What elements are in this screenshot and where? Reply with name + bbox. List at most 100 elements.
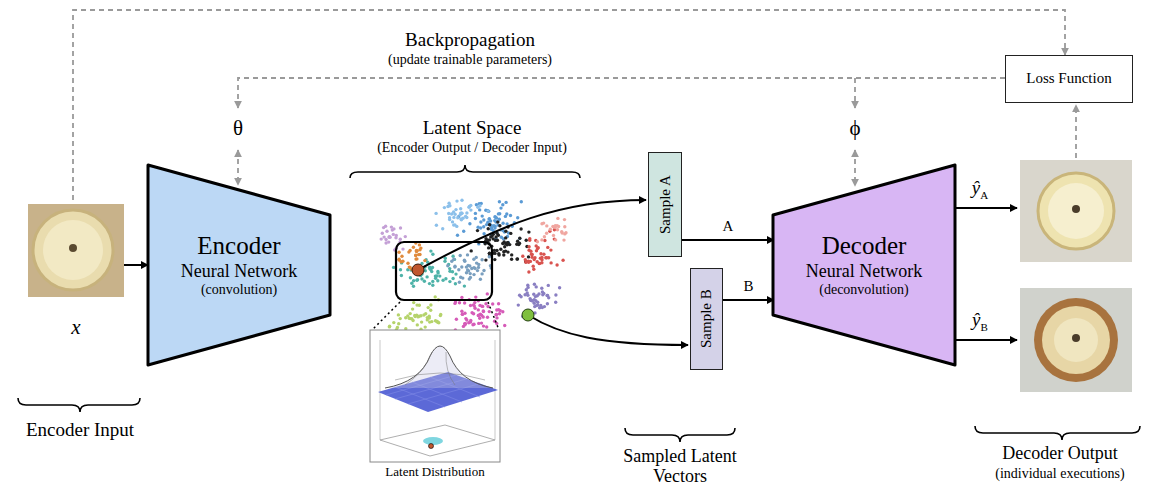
latent-point: [429, 249, 432, 252]
latent-point: [443, 206, 446, 209]
latent-point: [482, 324, 485, 327]
latent-point: [496, 220, 499, 223]
latent-point: [463, 284, 466, 287]
latent-point: [525, 288, 528, 291]
annotation-label: (update trainable parameters): [388, 52, 552, 68]
latent-point: [541, 306, 544, 309]
latent-point: [482, 232, 485, 235]
latent-point: [545, 294, 548, 297]
latent-point: [425, 275, 428, 278]
latent-point: [488, 252, 491, 255]
node-shape: [773, 165, 955, 365]
latent-point: [487, 246, 490, 249]
latent-point: [482, 225, 485, 228]
latent-point: [493, 215, 496, 218]
latent-point: [494, 239, 497, 242]
latent-point: [501, 222, 504, 225]
latent-point: [501, 242, 504, 245]
latent-distribution-plot: [370, 330, 500, 462]
latent-point: [532, 265, 535, 268]
latent-point: [404, 235, 407, 238]
latent-point: [496, 220, 499, 223]
latent-point: [380, 237, 383, 240]
latent-point: [426, 316, 429, 319]
latent-point: [401, 260, 404, 263]
latent-point: [451, 220, 454, 223]
latent-point: [479, 220, 482, 223]
latent-point: [399, 226, 402, 229]
backprop-line: [238, 78, 1005, 108]
latent-point: [441, 227, 444, 230]
latent-point: [482, 315, 485, 318]
latent-point: [428, 320, 431, 323]
latent-point: [504, 215, 507, 218]
latent-point: [420, 277, 423, 280]
latent-point: [465, 211, 468, 214]
latent-point: [480, 272, 483, 275]
sample-point-b: [522, 309, 534, 321]
latent-point: [392, 233, 395, 236]
node-text: (convolution): [201, 282, 277, 298]
output-arrow: [955, 339, 1017, 341]
latent-point: [392, 321, 395, 324]
latent-point: [520, 200, 523, 203]
latent-point: [516, 240, 519, 243]
latent-point: [388, 236, 391, 239]
latent-point: [546, 246, 549, 249]
brace: [350, 165, 580, 178]
latent-point: [468, 205, 471, 208]
gaussian-surface: [385, 346, 493, 388]
sample-vector: Sample A: [648, 152, 682, 257]
latent-point: [516, 257, 519, 260]
density-projection: [423, 437, 443, 445]
latent-point: [554, 293, 557, 296]
latent-point: [417, 253, 420, 256]
image-ground: [1020, 160, 1132, 262]
latent-point: [534, 299, 537, 302]
latent-point: [509, 232, 512, 235]
latent-point: [495, 313, 498, 316]
loss-box: Loss Function: [1005, 55, 1133, 103]
gaussian-mesh: [395, 352, 485, 385]
latent-point: [517, 243, 520, 246]
latent-point: [472, 323, 475, 326]
latent-point: [482, 310, 485, 313]
latent-point: [454, 208, 457, 211]
input-image-node: x: [28, 204, 124, 339]
latent-point: [469, 304, 472, 307]
latent-point: [497, 308, 500, 311]
latent-point: [453, 265, 456, 268]
latent-point: [518, 237, 521, 240]
brace: [625, 428, 735, 442]
latent-point: [536, 247, 539, 250]
latent-point: [436, 270, 439, 273]
latent-point: [452, 223, 455, 226]
latent-point: [467, 206, 470, 209]
latent-point: [504, 249, 507, 252]
latent-point: [397, 258, 400, 261]
latent-point: [414, 254, 417, 257]
annotation-label: Decoder Output: [1002, 443, 1117, 463]
parameter-link: [854, 150, 856, 186]
latent-point: [416, 323, 419, 326]
latent-point: [493, 249, 496, 252]
latent-point: [455, 318, 458, 321]
latent-point: [487, 210, 490, 213]
latent-point: [415, 279, 418, 282]
latent-point: [498, 200, 501, 203]
latent-point: [450, 260, 453, 263]
latent-point: [555, 263, 558, 266]
latent-point: [408, 265, 411, 268]
latent-point: [497, 253, 500, 256]
latent-point: [415, 249, 418, 252]
sample-vector: Sample B: [690, 268, 723, 370]
node-text: Neural Network: [806, 261, 922, 282]
latent-point: [435, 224, 438, 227]
latent-point: [458, 281, 461, 284]
latent-point: [537, 246, 540, 249]
latent-point: [471, 323, 474, 326]
latent-point: [529, 250, 532, 253]
latent-point: [515, 257, 518, 260]
latent-point: [545, 232, 548, 235]
latent-point: [455, 225, 458, 228]
